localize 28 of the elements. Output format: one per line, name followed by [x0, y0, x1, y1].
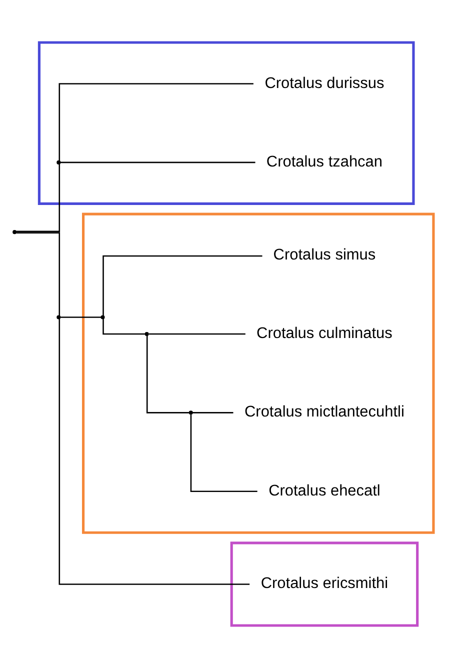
node-text: Crotalus culminatus — [256, 324, 392, 342]
node-point — [188, 410, 193, 414]
connector — [190, 414, 258, 492]
node-text: Crotalus mictlantecuhtli — [244, 403, 404, 420]
node-text: Crotalus tzahcan — [266, 152, 383, 170]
node-text: Crotalus simus — [273, 246, 376, 263]
connector — [192, 412, 234, 413]
connector — [58, 82, 254, 161]
connector — [102, 318, 145, 334]
connector — [60, 316, 102, 318]
connector — [60, 161, 256, 163]
cluster — [82, 212, 435, 534]
node-point — [56, 160, 61, 164]
connector — [102, 254, 262, 316]
cluster — [38, 40, 415, 204]
node-point — [100, 314, 105, 319]
connector — [58, 318, 250, 584]
node-point — [56, 314, 61, 319]
node-point — [12, 230, 17, 234]
node-text: Crotalus ehecatl — [268, 482, 380, 499]
connector — [148, 332, 246, 334]
connector — [16, 163, 60, 232]
node-text: Crotalus ericsmithi — [260, 574, 388, 592]
connector — [16, 232, 60, 316]
cluster — [230, 541, 419, 626]
node-point — [144, 331, 149, 336]
node-text: Crotalus durissus — [264, 74, 384, 92]
connector — [146, 334, 189, 413]
